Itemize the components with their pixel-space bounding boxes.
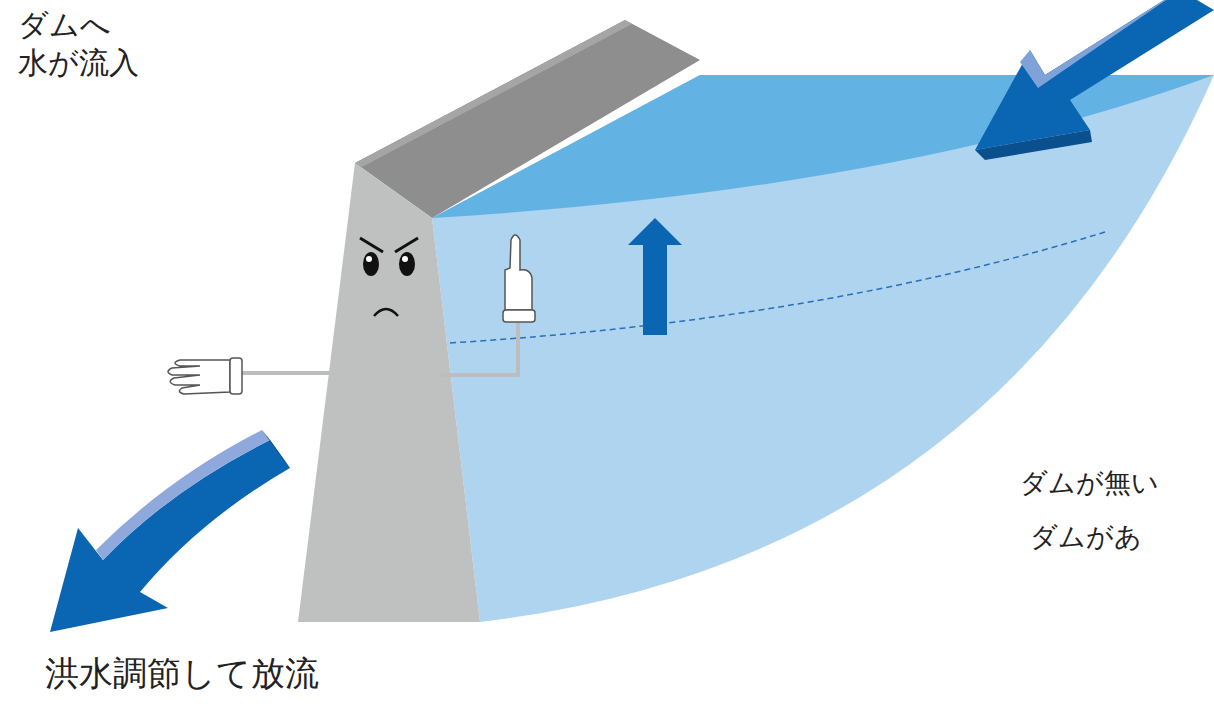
- eyebrow: [395, 238, 418, 252]
- glove-hand: [168, 360, 230, 394]
- with-dam-label: ダムがあ: [1030, 520, 1210, 554]
- dam-crest: [355, 20, 700, 218]
- eye-highlight: [402, 256, 408, 262]
- inflow-label: ダムへ 水が流入: [18, 6, 188, 81]
- water-level-line: [450, 232, 1105, 343]
- mouth: [374, 309, 398, 316]
- outflow-label: 洪水調節して放流: [45, 652, 445, 695]
- outflow-arrow-shade: [96, 430, 270, 560]
- outflow-arrow: [50, 440, 290, 632]
- inflow-arrow-shade: [1020, 0, 1180, 88]
- eye: [399, 252, 415, 276]
- reservoir-water: [432, 75, 1214, 622]
- eye-highlight: [366, 256, 372, 262]
- glove-cuff: [230, 358, 242, 394]
- outflow-arrow-side: [262, 430, 290, 468]
- rise-arrow: [628, 218, 682, 335]
- eye: [363, 252, 379, 276]
- arm: [440, 322, 518, 375]
- arm: [240, 371, 330, 375]
- dam-body: [298, 163, 480, 622]
- eyebrow: [360, 238, 383, 252]
- inflow-arrow-side: [975, 130, 1092, 160]
- glove-cuff: [503, 310, 535, 322]
- dam-crest-edge: [355, 20, 632, 167]
- no-dam-label: ダムが無い: [1020, 466, 1210, 500]
- glove-hand: [505, 235, 532, 310]
- inflow-arrow: [975, 0, 1214, 150]
